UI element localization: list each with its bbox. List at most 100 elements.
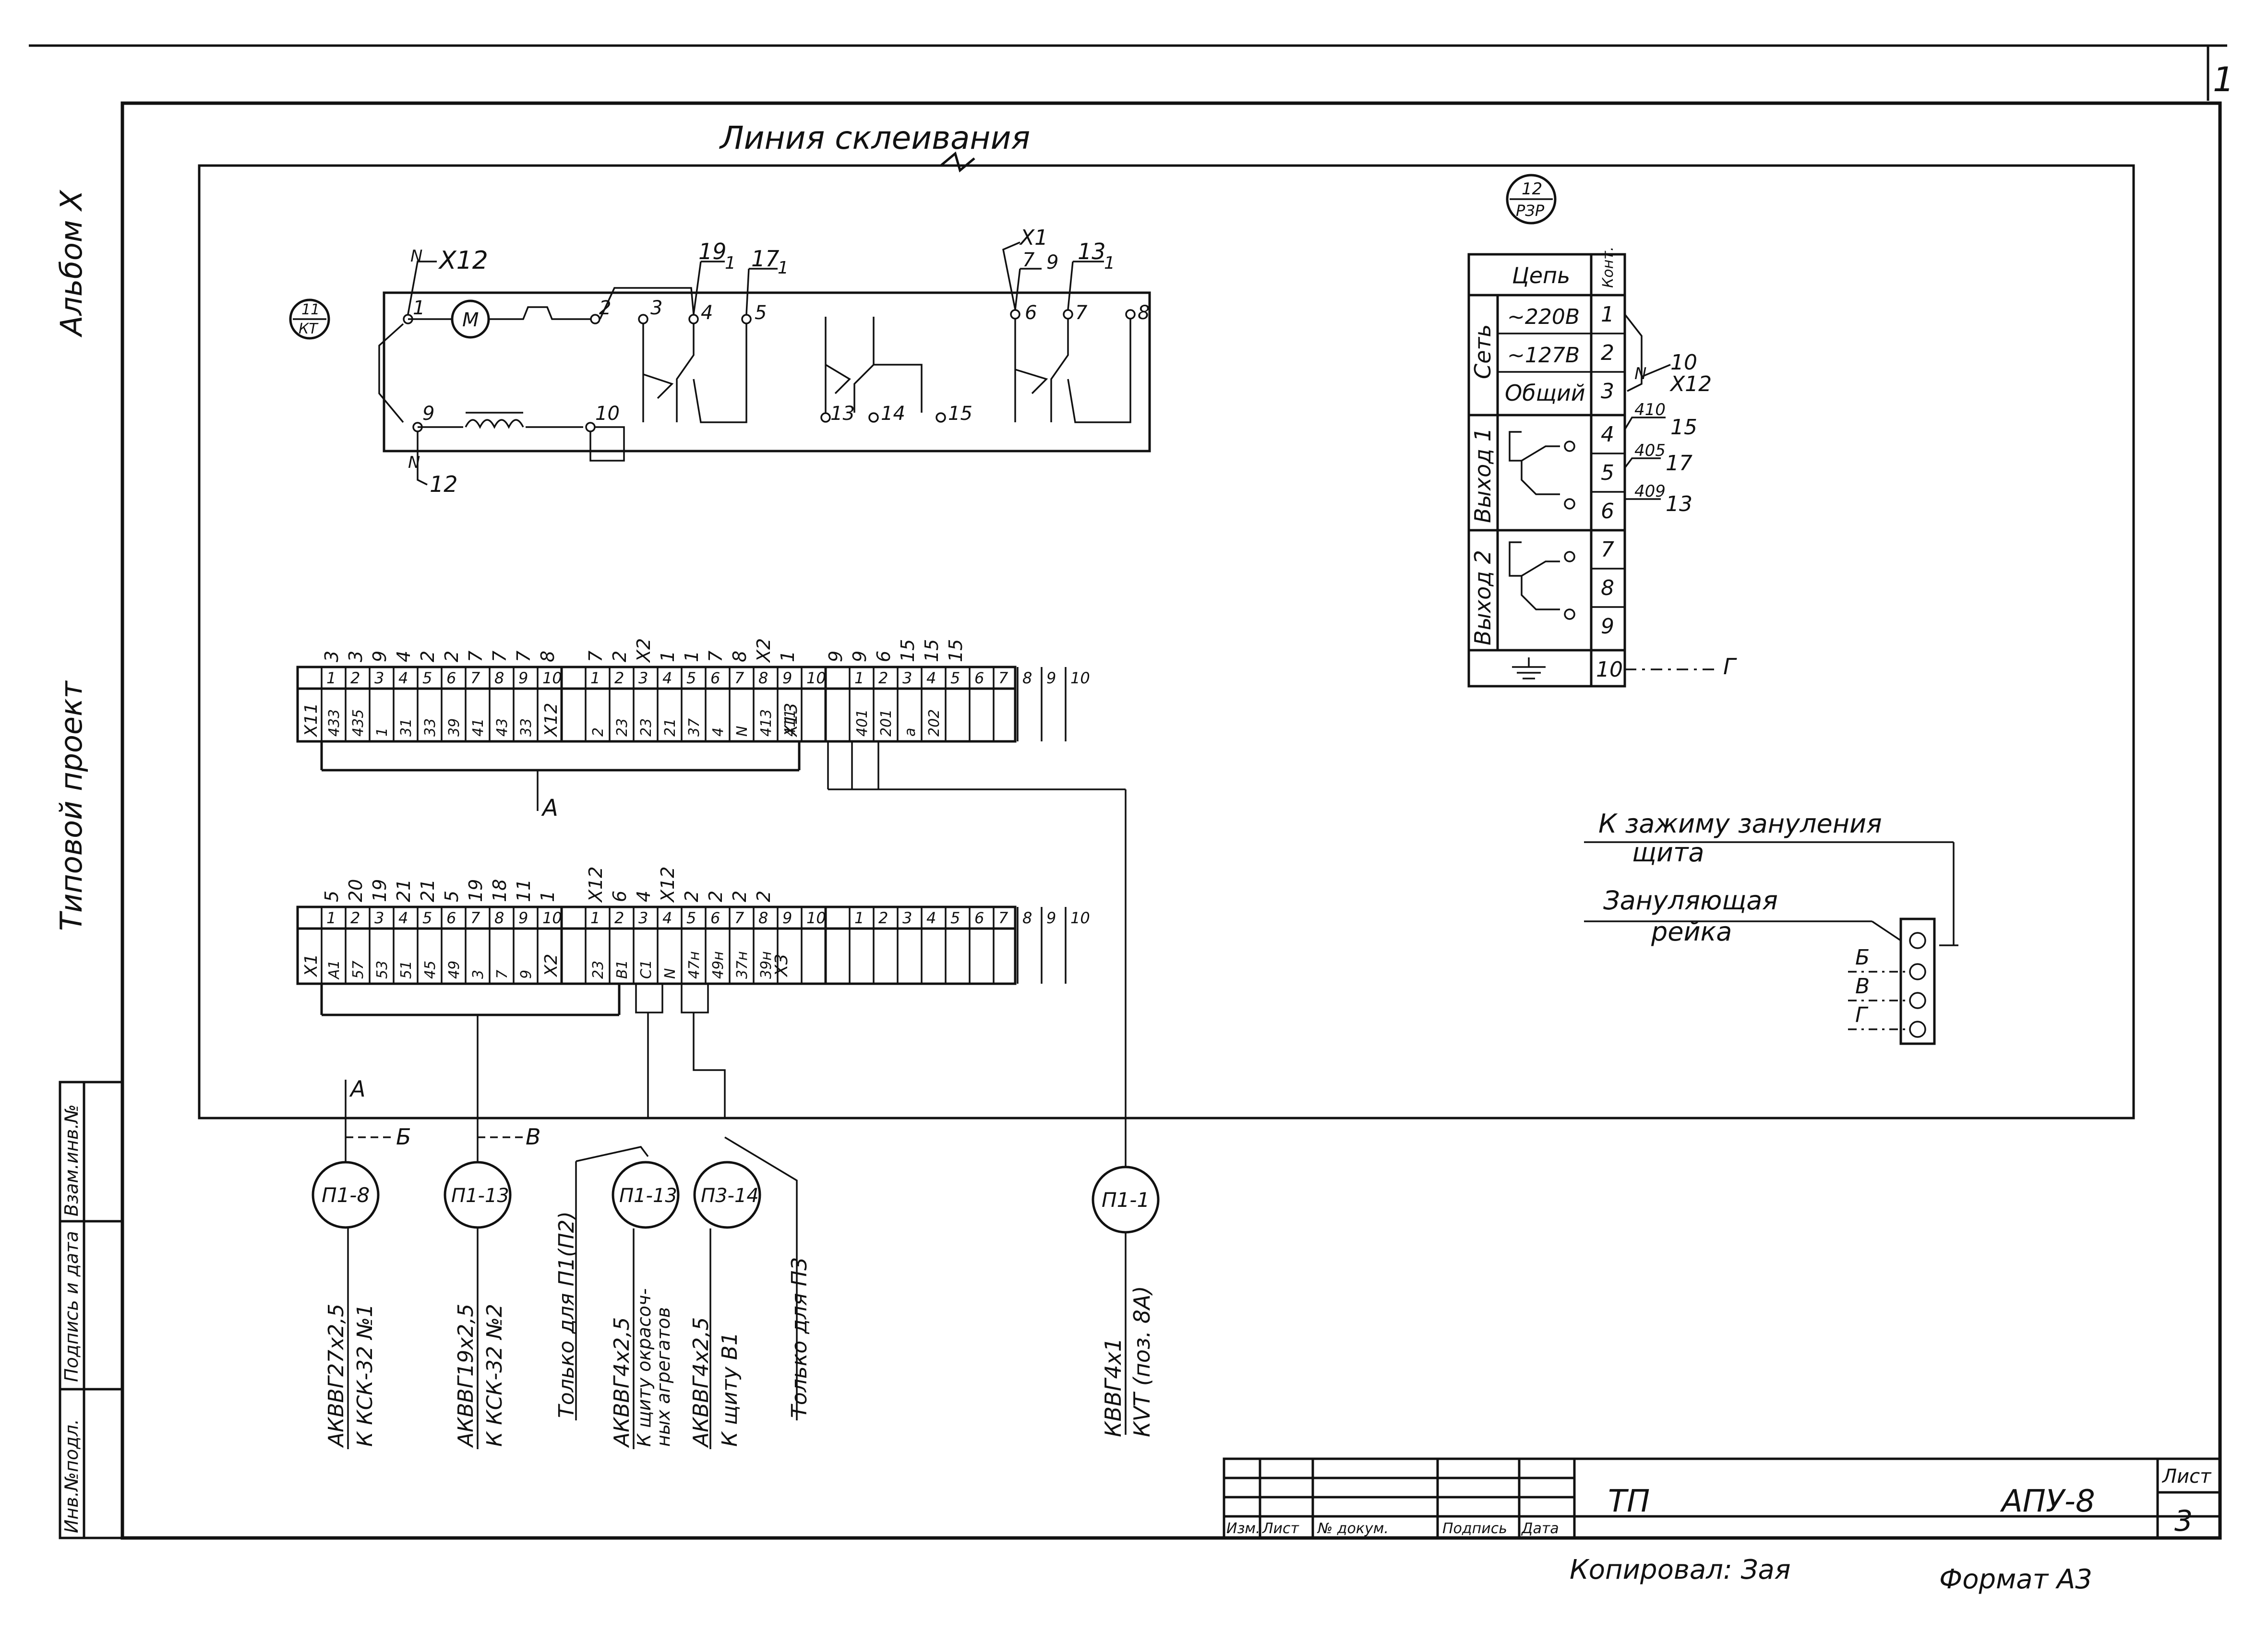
kt-wire-19-sub: 1 [725, 253, 736, 273]
lower-wire: В1 [614, 960, 631, 979]
upper-wire: a [902, 728, 919, 737]
upper-wire: 37 [686, 718, 703, 737]
kt-wire-7: 7 [1022, 249, 1035, 271]
cable-2-tag: П1-13 [451, 1185, 509, 1207]
upper-top-wire: 15 [897, 639, 918, 662]
lower-block2-label: X2 [541, 953, 561, 977]
lower-wire: 45 [422, 961, 439, 979]
upper-pin: 7 [998, 669, 1008, 687]
upper-wire: 411 [782, 709, 799, 737]
grounding-title1b: щита [1632, 837, 1704, 868]
lower-pin: 3 [902, 909, 912, 927]
rzp-contact-6: 6 [1601, 499, 1614, 524]
kt-wire-13: 13 [1078, 238, 1106, 264]
upper-top-wire: 3 [321, 651, 342, 662]
tb-doc-code: АПУ-8 [2000, 1484, 2095, 1519]
upper-top-wire: 2 [417, 651, 438, 662]
stamp-replace: Взам.инв.№ [61, 1104, 82, 1216]
upper-top-wire: 9 [369, 651, 390, 662]
tb-col-izm: Изм. [1226, 1520, 1260, 1537]
upper-wire: 23 [614, 718, 631, 737]
lower-top-wire: 2 [729, 891, 750, 902]
rzp-row-220: ~220В [1507, 305, 1580, 329]
upper-top-wire: 7 [705, 651, 726, 662]
motor-symbol: М [462, 309, 479, 331]
rzp-contact-9: 9 [1601, 614, 1614, 639]
footer-format: Формат А3 [1939, 1564, 2092, 1595]
upper-top-wire: 15 [945, 639, 966, 662]
upper-wire: 33 [518, 718, 535, 737]
upper-top-wire: 7 [585, 651, 606, 662]
upper-top-wire: 15 [921, 639, 942, 662]
tb-sheet-label: Лист [2161, 1465, 2212, 1488]
lower-wire: 9 [518, 970, 535, 979]
upper-pin: 10 [1070, 669, 1090, 687]
upper-top-wire: 7 [489, 651, 510, 662]
cable-4-type: АКВВГ4х2,5 [689, 1317, 713, 1448]
cable-1-type: АКВВГ27х2,5 [324, 1304, 348, 1448]
project-label: Типовой проект [54, 680, 89, 931]
upper-pin: 3 [902, 669, 912, 687]
rzp-contact-4: 4 [1601, 422, 1614, 447]
tb-col-sign: Подпись [1442, 1520, 1507, 1537]
stamp-inv: Инв.№подл. [61, 1419, 82, 1533]
cable-2-branch: В [526, 1124, 541, 1150]
lower-top-wire: 19 [369, 879, 390, 902]
upper-block1-label: X11 [301, 703, 321, 738]
upper-wire: 202 [926, 709, 943, 737]
kt-pin-13: 13 [830, 403, 855, 425]
lower-pin: 6 [710, 909, 720, 927]
lower-wire: 7 [494, 970, 511, 979]
lower-pin: 9 [518, 909, 528, 927]
upper-wire: 23 [638, 718, 655, 737]
kt-pin-15: 15 [948, 403, 972, 425]
rzp-contact-5: 5 [1601, 461, 1614, 485]
upper-wire: 31 [398, 718, 415, 737]
cable-1-branch: Б [396, 1124, 411, 1150]
lower-top-wire: 18 [489, 879, 510, 902]
cable-3-dest2: ных агрегатов [653, 1307, 674, 1447]
lower-pin: 5 [950, 909, 960, 927]
upper-wire: 435 [350, 709, 367, 737]
lower-pin: 4 [398, 909, 408, 927]
gluing-panel [198, 164, 2135, 1120]
lower-pin: 2 [350, 909, 360, 927]
upper-wire: 33 [422, 718, 439, 737]
upper-bus-label: А [541, 795, 558, 822]
relay-kt: 11 КТ М 1 2 9 10 N X12 N 12 3 4 [289, 226, 1151, 497]
stamp-sign: Подпись и дата [61, 1231, 82, 1382]
cable-1-dest: К КСК-32 №1 [353, 1304, 377, 1447]
upper-top-wire: 4 [393, 651, 414, 662]
lower-pin: 6 [446, 909, 456, 927]
tb-col-list: Лист [1262, 1520, 1300, 1537]
rzp-row-127: ~127В [1507, 343, 1580, 368]
lower-pin: 8 [494, 909, 504, 927]
lower-pin: 2 [614, 909, 624, 927]
kt-pin-5: 5 [755, 302, 767, 324]
upper-block2-label: X12 [541, 703, 561, 738]
grounding-bus: К зажиму зануления щита Зануляющая рейка… [1584, 809, 1958, 1045]
upper-wire: 21 [662, 718, 679, 737]
cables: А Б П1-8 АКВВГ27х2,5 К КСК-32 №1 В П1-13… [312, 1076, 1160, 1449]
rzp-contact-7: 7 [1601, 537, 1614, 562]
cable-3-dest: К щиту окрасоч- [634, 1288, 655, 1447]
rzp-wire-x12: X12 [1669, 372, 1712, 396]
lower-top-wire: 6 [609, 891, 630, 902]
rzp-tag-bottom: РЗР [1516, 202, 1545, 220]
grounding-title2: Зануляющая [1603, 885, 1778, 916]
lower-wire: 47н [686, 951, 703, 979]
upper-top-wire: 1 [777, 651, 798, 662]
lower-wire: 57 [350, 961, 367, 979]
rzp-contact-8: 8 [1601, 576, 1614, 600]
upper-pin: 9 [1046, 669, 1056, 687]
upper-block3-label: X13 [781, 703, 801, 738]
upper-wire: 433 [326, 709, 343, 737]
lower-pin: 4 [662, 909, 672, 927]
cable-4-tag: П3-14 [701, 1185, 759, 1207]
kt-wire-9: 9 [1046, 251, 1058, 274]
upper-pin: 8 [1022, 669, 1032, 687]
album-label: Альбом X [54, 190, 89, 338]
rzp-wire-13: 13 [1666, 492, 1692, 516]
kt-wire-17-sub: 1 [778, 258, 789, 278]
upper-pin: 6 [710, 669, 720, 687]
